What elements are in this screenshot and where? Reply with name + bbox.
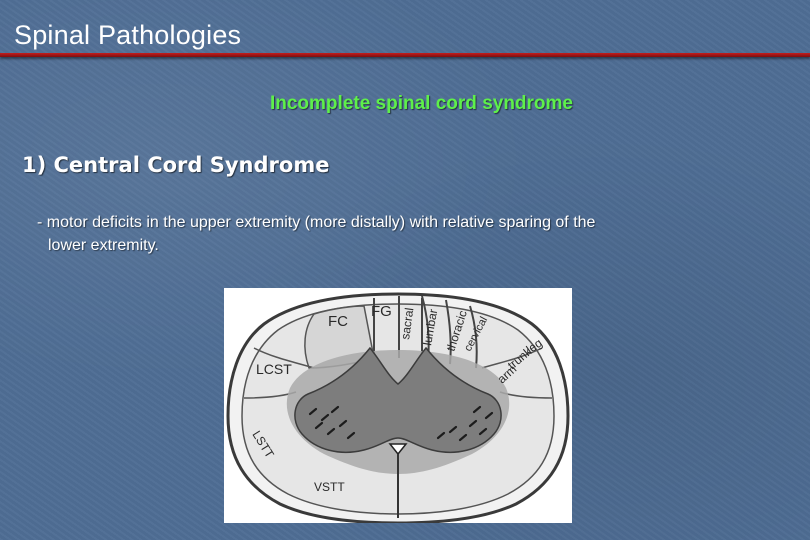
bullet-text: - motor deficits in the upper extremity … [37,211,757,257]
label-sacral: sacral [398,307,416,341]
label-vstt: VSTT [314,480,345,494]
label-lcst: LCST [256,361,292,377]
label-fc: FC [328,313,348,330]
lesion-marks [308,405,494,442]
title-underline [0,53,810,57]
dorsal-column-divider [373,298,423,358]
sensory-laminae [398,295,478,369]
label-fg: FG [371,303,392,320]
section-heading: 1) Central Cord Syndrome [22,153,330,177]
bullet-line-2: lower extremity. [48,237,159,254]
bullet-line-1: - motor deficits in the upper extremity … [37,214,596,231]
central-canal [388,443,408,456]
label-lumbar: lumbar [420,308,440,347]
grey-matter [294,346,502,453]
slide-title: Spinal Pathologies [14,20,242,50]
slide-subtitle: Incomplete spinal cord syndrome [269,93,574,114]
spinal-cord-diagram: FC FG sacral lumbar thoracic cervical le… [226,292,570,523]
spinal-cord-cross-section-figure: FC FG sacral lumbar thoracic cervical le… [224,288,572,523]
